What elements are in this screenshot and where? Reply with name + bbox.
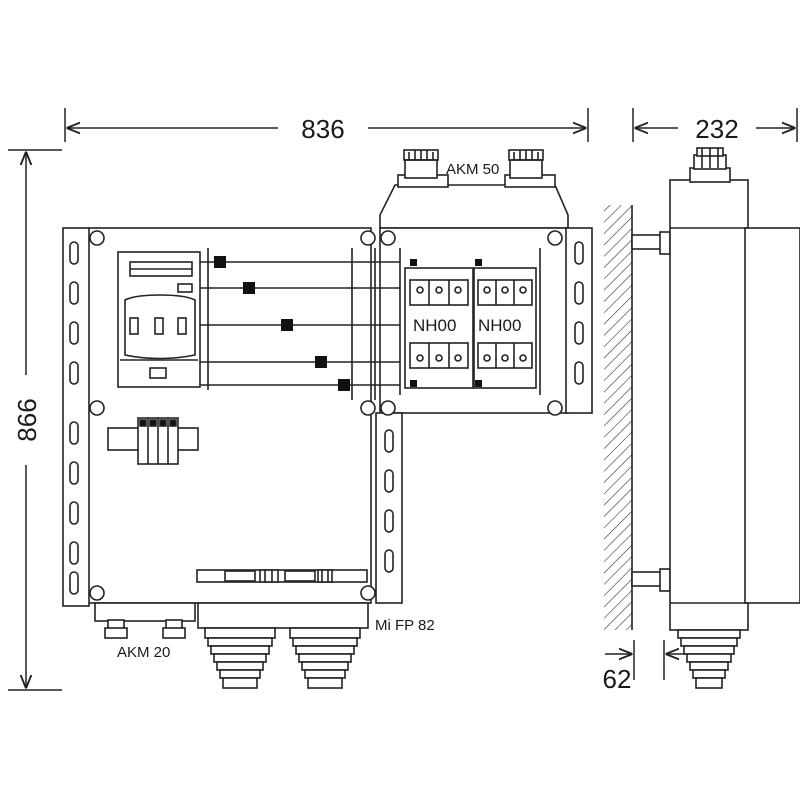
fuse-markers (410, 259, 482, 387)
side-enclosure (669, 179, 749, 631)
dimension-depth-label: 232 (695, 114, 738, 144)
surge-arrester (107, 417, 199, 465)
dimension-width-label: 836 (301, 114, 344, 144)
busbar-connectors (214, 256, 350, 391)
cable-entry-left (204, 627, 276, 689)
busbars (200, 248, 541, 400)
wall-hatching (604, 205, 632, 630)
dimension-height (8, 149, 62, 691)
label-top-gland: AKM 50 (446, 161, 499, 178)
switch-disconnector (117, 251, 201, 388)
top-gland-housing (379, 149, 569, 229)
side-view (604, 147, 800, 689)
wall-brackets (631, 231, 671, 592)
label-bottom-gland: AKM 20 (117, 644, 170, 661)
label-fuse-left: NH00 (413, 316, 456, 335)
rail-slots (69, 241, 584, 595)
fuse-base-left (404, 267, 474, 389)
label-fuse-right: NH00 (478, 316, 521, 335)
dimension-width (64, 108, 589, 142)
bottom-plate (94, 602, 369, 639)
corner-screws (89, 230, 563, 601)
front-view (62, 149, 593, 689)
label-cable-entry: Mi FP 82 (375, 617, 435, 634)
dimension-height-label: 866 (12, 398, 42, 441)
cable-entry-right (289, 627, 361, 689)
dimension-wall-offset-label: 62 (603, 664, 632, 694)
side-lid (744, 227, 800, 604)
side-top-gland (689, 147, 731, 183)
terminal-rail (196, 569, 368, 583)
dimension-depth (632, 108, 798, 142)
dimension-wall-offset (605, 640, 690, 680)
side-bottom-entry (677, 629, 741, 689)
fuse-base-right (473, 267, 537, 389)
